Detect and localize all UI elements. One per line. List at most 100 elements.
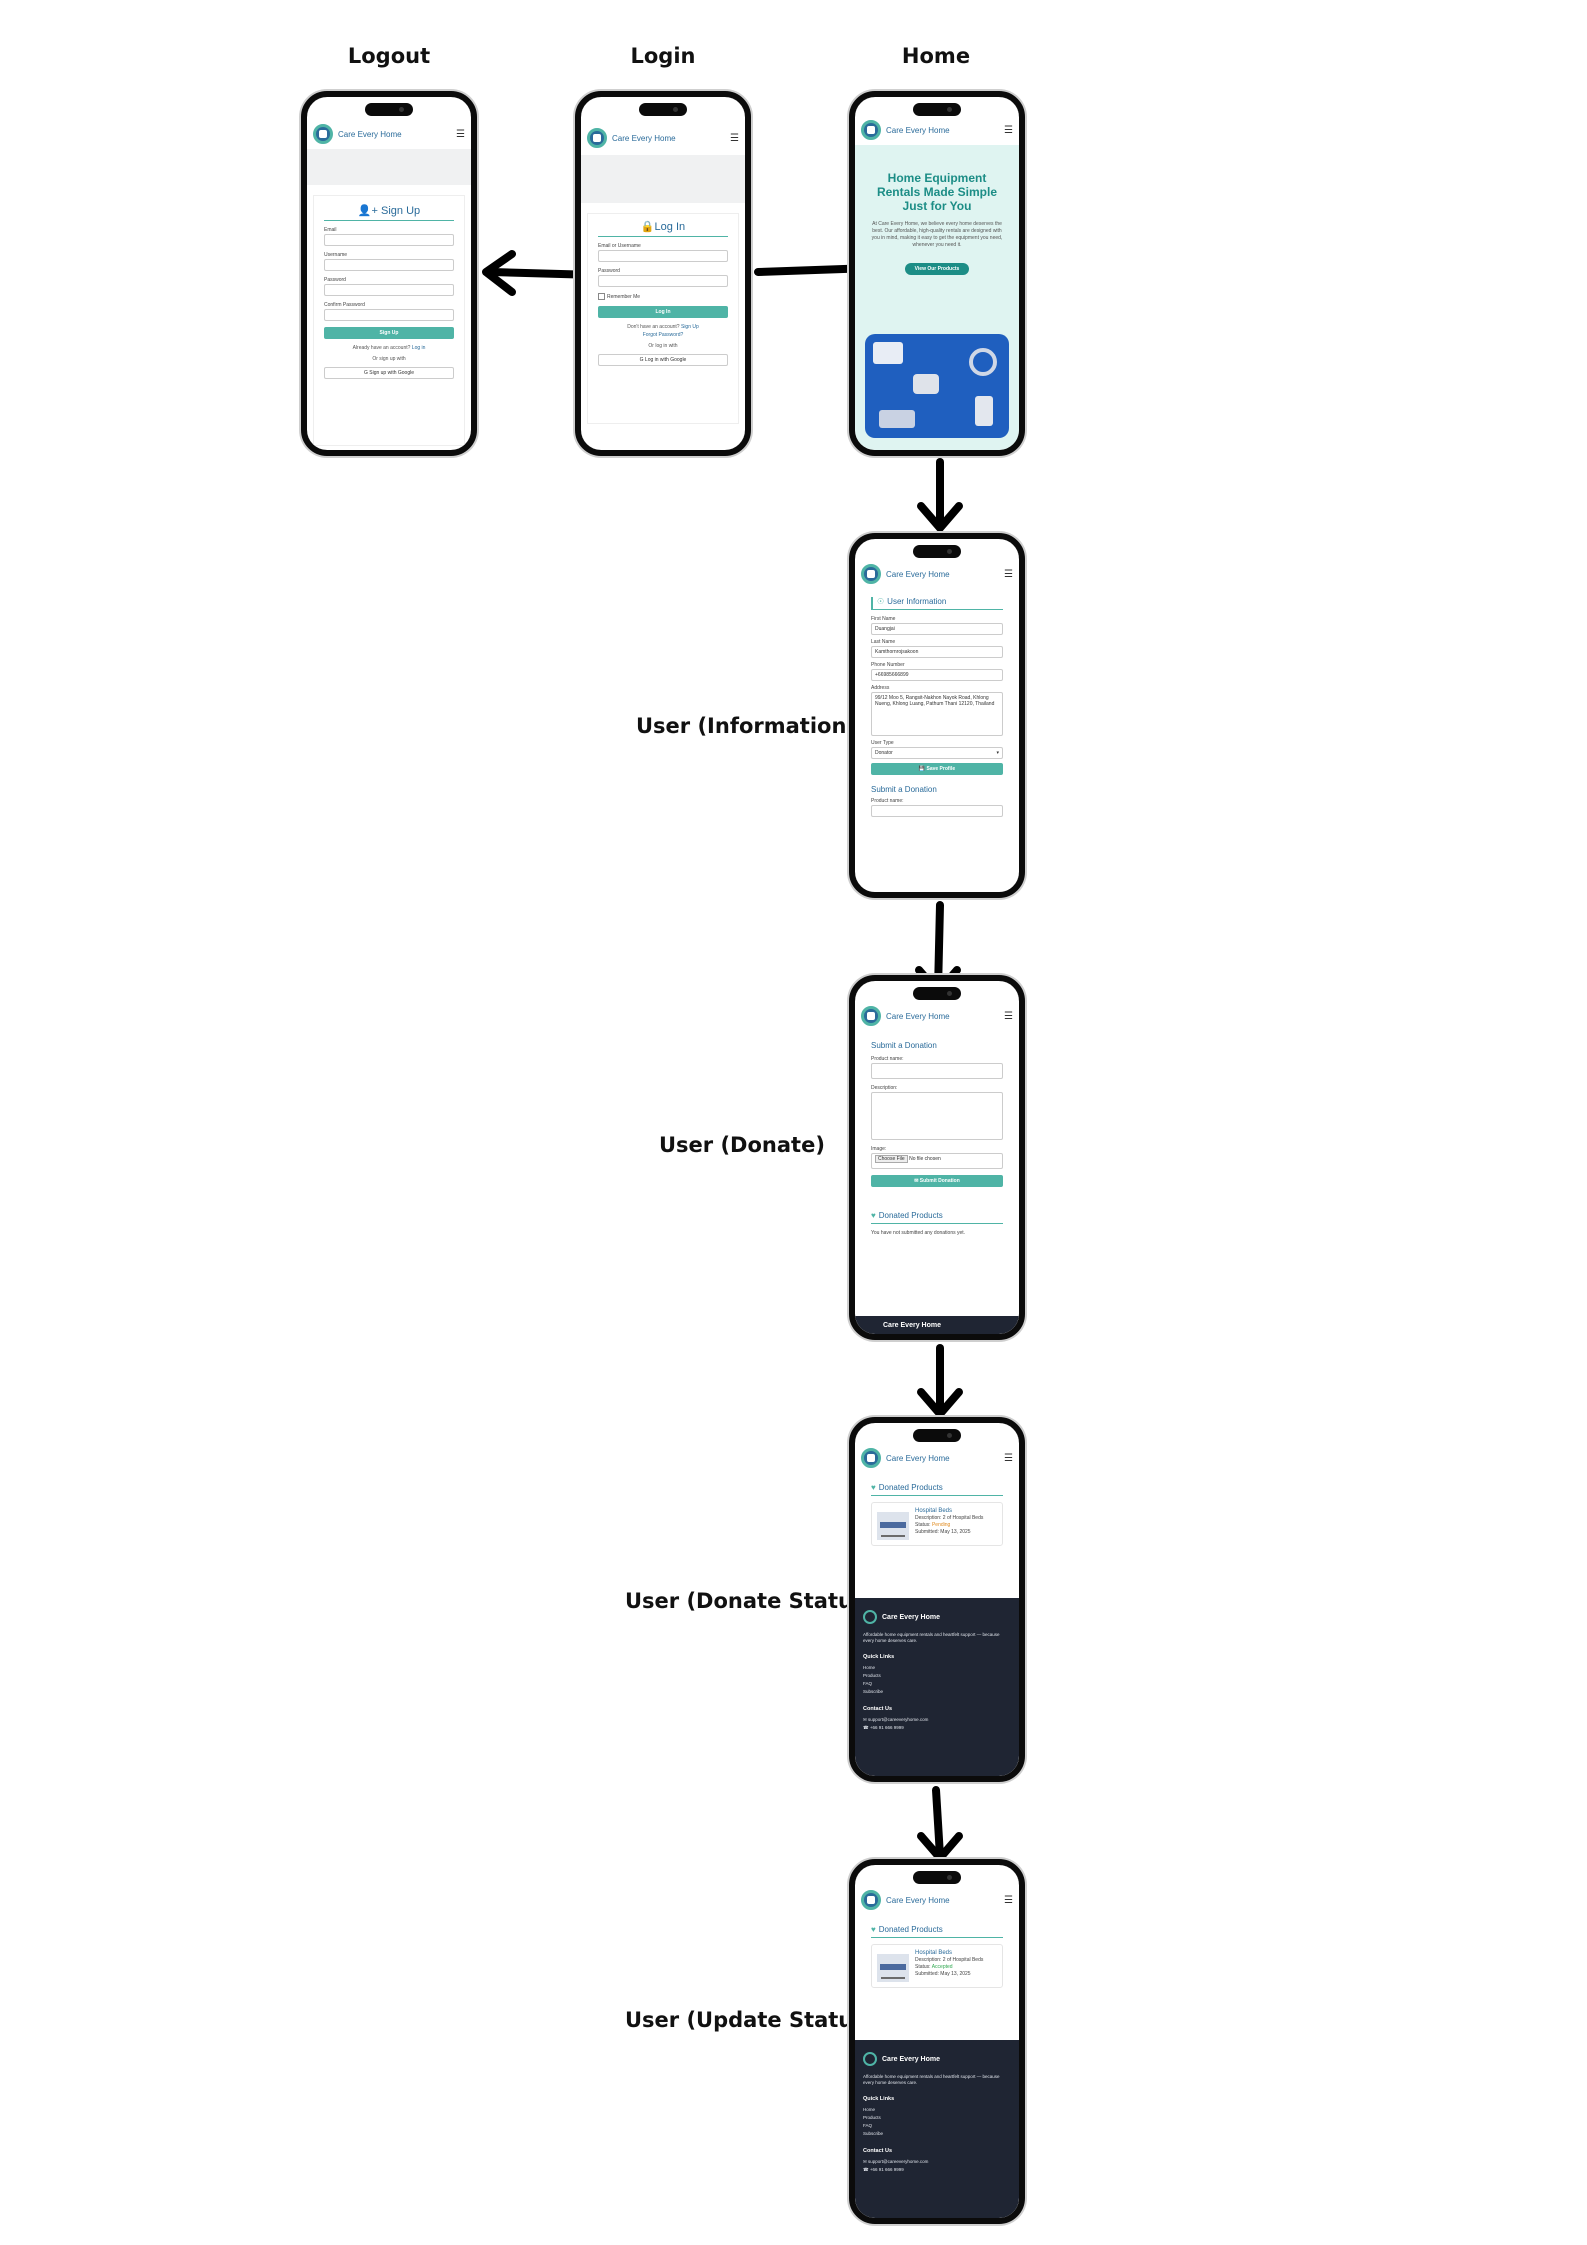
gray-band <box>581 155 745 203</box>
empty-donations-text: You have not submitted any donations yet… <box>871 1230 966 1236</box>
password-field[interactable] <box>598 275 728 287</box>
username-field[interactable] <box>324 259 454 271</box>
brand-name[interactable]: Care Every Home <box>886 1895 950 1905</box>
brand-name[interactable]: Care Every Home <box>612 133 676 143</box>
logo-icon[interactable] <box>861 1448 881 1468</box>
forgot-password-link[interactable]: Forgot Password? <box>642 332 684 338</box>
login-link[interactable]: Log in <box>411 345 426 351</box>
logo-icon <box>863 2052 877 2066</box>
contact-email[interactable]: ✉ support@careeveryhome.com <box>863 1717 929 1722</box>
logo-icon[interactable] <box>861 1006 881 1026</box>
footer-link-home[interactable]: Home <box>863 2107 876 2112</box>
hospital-bed-image <box>877 1512 909 1540</box>
phone-notch <box>913 545 961 558</box>
view-products-button[interactable]: View Our Products <box>904 263 970 275</box>
submit-donation-button[interactable]: ✉ Submit Donation <box>871 1175 1003 1187</box>
login-button[interactable]: Log In <box>598 306 728 318</box>
contact-email[interactable]: ✉ support@careeveryhome.com <box>863 2159 929 2164</box>
footer-link-faq[interactable]: FAQ <box>863 2123 873 2128</box>
user-info-card: ☉User Information First Name Duangjai La… <box>861 591 1013 892</box>
choose-file-button[interactable]: Choose File <box>875 1155 908 1163</box>
description-field[interactable] <box>871 1092 1003 1140</box>
signup-button[interactable]: Sign Up <box>324 327 454 339</box>
user-info-title: ☉User Information <box>871 597 1003 610</box>
brand-name[interactable]: Care Every Home <box>886 569 950 579</box>
navbar: Care Every Home ☰ <box>855 561 1019 587</box>
brand-name[interactable]: Care Every Home <box>338 129 402 139</box>
hamburger-icon[interactable]: ☰ <box>730 132 739 144</box>
email-username-field[interactable] <box>598 250 728 262</box>
hospital-bed-image <box>877 1954 909 1982</box>
user-type-label: User Type <box>871 740 894 746</box>
navbar: Care Every Home ☰ <box>855 1445 1019 1471</box>
logo-icon[interactable] <box>587 128 607 148</box>
footer: Care Every Home Affordable home equipmen… <box>855 2040 1019 2218</box>
hand-heart-icon: ♥ <box>871 1483 876 1492</box>
product-name-field[interactable] <box>871 1063 1003 1079</box>
phone-notch <box>913 1429 961 1442</box>
email-field[interactable] <box>324 234 454 246</box>
hero-subtitle: At Care Every Home, we believe every hom… <box>871 221 1003 248</box>
email-label: Email <box>324 227 337 233</box>
phone-user-donate: Care Every Home ☰ Submit a Donation Prod… <box>849 975 1025 1340</box>
remember-me-checkbox[interactable]: Remember Me <box>598 293 728 300</box>
hero-section: Home Equipment Rentals Made Simple Just … <box>855 145 1019 450</box>
footer-link-products[interactable]: Products <box>863 1673 881 1678</box>
phone-field[interactable]: +66985666899 <box>871 669 1003 681</box>
password-field[interactable] <box>324 284 454 296</box>
label-home: Home <box>901 44 971 68</box>
product-status: Status: Pending <box>915 1522 951 1528</box>
navbar: Care Every Home ☰ <box>855 1887 1019 1913</box>
save-profile-button[interactable]: 💾 Save Profile <box>871 763 1003 775</box>
address-label: Address <box>871 685 890 691</box>
submit-donation-title: Submit a Donation <box>871 1041 937 1050</box>
brand-name[interactable]: Care Every Home <box>886 1453 950 1463</box>
google-signup-button[interactable]: G Sign up with Google <box>324 367 454 379</box>
image-file-input[interactable]: Choose File No file chosen <box>871 1153 1003 1169</box>
contact-phone[interactable]: ☎ +66 91 666 9999 <box>863 2167 904 2172</box>
footer-link-products[interactable]: Products <box>863 2115 881 2120</box>
confirm-password-field[interactable] <box>324 309 454 321</box>
last-name-field[interactable]: Kamthornrojsakoon <box>871 646 1003 658</box>
user-type-select[interactable]: Donator <box>871 747 1003 759</box>
logo-icon[interactable] <box>313 124 333 144</box>
footer-link-subscribe[interactable]: Subscribe <box>863 2131 884 2136</box>
brand-name[interactable]: Care Every Home <box>886 125 950 135</box>
phone-notch <box>913 987 961 1000</box>
product-card[interactable]: Hospital Beds Description: 2 of Hospital… <box>871 1502 1003 1546</box>
footer-link-subscribe[interactable]: Subscribe <box>863 1689 884 1694</box>
phone-update-status: Care Every Home ☰ ♥Donated Products Hosp… <box>849 1859 1025 2224</box>
product-name: Hospital Beds <box>915 1950 953 1956</box>
contact-title: Contact Us <box>863 2148 893 2154</box>
logo-icon[interactable] <box>861 564 881 584</box>
lock-icon: 🔒 <box>640 221 655 233</box>
footer-link-faq[interactable]: FAQ <box>863 1681 873 1686</box>
signup-link[interactable]: Sign Up <box>680 324 699 330</box>
product-card[interactable]: Hospital Beds Description: 2 of Hospital… <box>871 1944 1003 1988</box>
envelope-icon: ✉ <box>863 2159 869 2164</box>
username-label: Username <box>324 252 348 258</box>
logo-icon[interactable] <box>861 120 881 140</box>
phone-notch <box>365 103 413 116</box>
floppy-icon: 💾 <box>918 766 927 772</box>
brand-name[interactable]: Care Every Home <box>886 1011 950 1021</box>
hamburger-icon[interactable]: ☰ <box>456 128 465 140</box>
hamburger-icon[interactable]: ☰ <box>1004 1452 1013 1464</box>
donated-products-title: ♥Donated Products <box>871 1483 1003 1496</box>
address-field[interactable]: 99/12 Moo 5, Rangsit-Nakhon Nayok Road, … <box>871 692 1003 736</box>
hamburger-icon[interactable]: ☰ <box>1004 1010 1013 1022</box>
product-name-field[interactable] <box>871 805 1003 817</box>
last-name-label: Last Name <box>871 639 896 645</box>
google-login-button[interactable]: G Log in with Google <box>598 354 728 366</box>
footer-brand: Care Every Home <box>863 2052 1011 2066</box>
footer-link-home[interactable]: Home <box>863 1665 876 1670</box>
hamburger-icon[interactable]: ☰ <box>1004 124 1013 136</box>
first-name-field[interactable]: Duangjai <box>871 623 1003 635</box>
hamburger-icon[interactable]: ☰ <box>1004 1894 1013 1906</box>
phone-home: Care Every Home ☰ Home Equipment Rentals… <box>849 91 1025 456</box>
logo-icon[interactable] <box>861 1890 881 1910</box>
contact-phone[interactable]: ☎ +66 91 666 9999 <box>863 1725 904 1730</box>
hamburger-icon[interactable]: ☰ <box>1004 568 1013 580</box>
envelope-icon: ✉ <box>863 1717 869 1722</box>
